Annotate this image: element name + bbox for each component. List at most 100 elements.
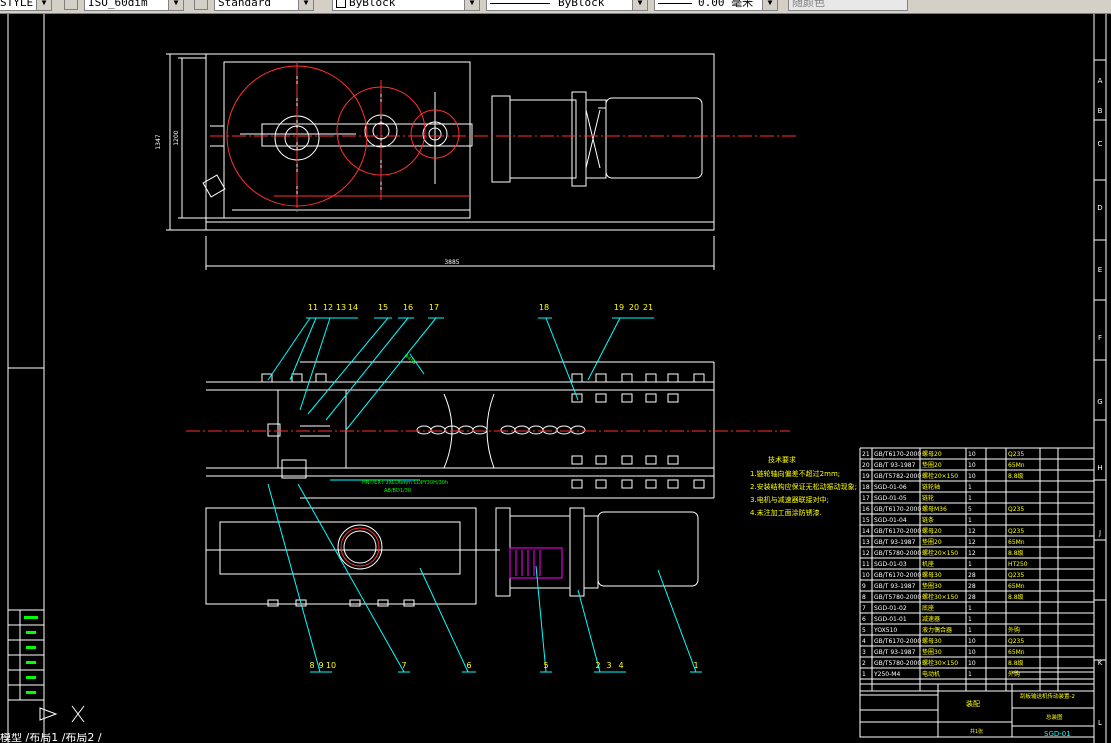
linetype-sample bbox=[490, 2, 550, 4]
coupling-magenta bbox=[509, 547, 563, 579]
lineweight-dropdown-value: 0.00 毫米 bbox=[698, 0, 754, 9]
bom-cell: 10 bbox=[968, 649, 976, 656]
tech-req-line: 1.链轮轴向偏差不超过2mm; bbox=[750, 469, 840, 478]
bom-cell: 9 bbox=[862, 583, 866, 590]
bom-cell: 10 bbox=[968, 462, 976, 469]
bom-cell: GB/T6170-2000 bbox=[874, 506, 921, 513]
tech-req-line: 2.安装结构应保证无松动振动现象; bbox=[750, 482, 857, 491]
color-dropdown[interactable]: ByBlock ▼ bbox=[332, 0, 480, 11]
layout-tabs[interactable]: 模型 /布局1 /布局2 / bbox=[0, 733, 200, 743]
assembly-label: 总装图 bbox=[1046, 713, 1063, 721]
bom-cell: 20 bbox=[862, 462, 870, 469]
bom-cell: 7 bbox=[862, 605, 866, 612]
bom-cell: 6 bbox=[862, 616, 866, 623]
bom-cell: GB/T6170-2000 bbox=[874, 451, 921, 458]
border-letter: K bbox=[1098, 659, 1103, 667]
chevron-down-icon[interactable]: ▼ bbox=[632, 0, 647, 10]
bom-cell: 垫圈30 bbox=[922, 582, 942, 590]
bom-cell: 15 bbox=[862, 517, 870, 524]
bom-cell: 13 bbox=[862, 539, 870, 546]
bom-cell: SGD-01-04 bbox=[874, 517, 907, 524]
bom-cell: 28 bbox=[968, 583, 976, 590]
bom-cell: 1 bbox=[968, 627, 972, 634]
bom-cell: 21 bbox=[862, 451, 870, 458]
bom-cell: 螺栓30×150 bbox=[922, 593, 958, 601]
bom-cell: 液力偶合器 bbox=[922, 626, 952, 634]
balloon: 21 bbox=[643, 303, 653, 312]
bom-cell: 12 bbox=[968, 528, 976, 535]
bom-cell: 链轮轴 bbox=[922, 483, 940, 491]
linetype-dropdown[interactable]: ByBlock ▼ bbox=[486, 0, 648, 11]
top-view-red bbox=[210, 62, 796, 212]
bom-cell: 10 bbox=[968, 473, 976, 480]
part-balloons-bottom: 8 9 10 7 6 5 2 3 4 1 bbox=[309, 661, 698, 670]
balloon: 6 bbox=[466, 661, 471, 670]
bom-table bbox=[859, 447, 1095, 692]
balloon: 2 bbox=[595, 661, 600, 670]
chevron-down-icon[interactable]: ▼ bbox=[168, 0, 183, 10]
bom-cell: GB/T6170-2000 bbox=[874, 528, 921, 535]
plan-view-red bbox=[186, 430, 790, 567]
border-letter: E bbox=[1098, 266, 1102, 274]
title-block-text: 装配 刮板输送机传动装置-2 总装图 SGD-01 共1张 bbox=[966, 692, 1075, 738]
lineweight-dropdown[interactable]: 0.00 毫米 ▼ bbox=[654, 0, 778, 11]
drawing-canvas[interactable]: A B C D E F G H J K L bbox=[0, 14, 1111, 743]
bom-cell: Q235 bbox=[1008, 638, 1024, 645]
bom-cell: 8.8级 bbox=[1008, 593, 1024, 601]
bom-cell: SGD-01-06 bbox=[874, 484, 907, 491]
bom-cell: 1 bbox=[968, 495, 972, 502]
bom-cell: Q235 bbox=[1008, 451, 1024, 458]
border-letter: C bbox=[1098, 140, 1103, 148]
balloon: 7 bbox=[401, 661, 406, 670]
border-letter: G bbox=[1097, 398, 1102, 406]
bom-cell: 19 bbox=[862, 473, 870, 480]
border-letter: A bbox=[1098, 77, 1103, 85]
section-note: HNT/EXT 3XCD6mm CDPY30H/30h bbox=[362, 480, 448, 486]
part-label: 装配 bbox=[966, 699, 980, 708]
bom-cell: 1 bbox=[968, 616, 972, 623]
drawing-number: SGD-01 bbox=[1044, 730, 1071, 738]
bom-cell: 12 bbox=[968, 539, 976, 546]
balloon: 5 bbox=[543, 661, 548, 670]
bom-cell: 1 bbox=[968, 561, 972, 568]
bom-cell: 螺母30 bbox=[922, 571, 942, 579]
bom-cell: 17 bbox=[862, 495, 870, 502]
chain bbox=[416, 425, 586, 435]
style-dropdown[interactable]: STYLE ▼ bbox=[0, 0, 52, 11]
bom-cell: 65Mn bbox=[1008, 462, 1025, 469]
textstyle-dropdown[interactable]: Standard ▼ bbox=[214, 0, 314, 11]
bom-cell: SGD-01-03 bbox=[874, 561, 907, 568]
balloon: 9 bbox=[318, 661, 323, 670]
layout-tabs-text[interactable]: 模型 /布局1 /布局2 / bbox=[0, 733, 102, 743]
chevron-down-icon[interactable]: ▼ bbox=[298, 0, 313, 10]
textstyle-icon[interactable] bbox=[194, 0, 208, 10]
left-margin-table bbox=[7, 609, 45, 701]
chevron-down-icon[interactable]: ▼ bbox=[762, 0, 777, 10]
balloon: 8 bbox=[309, 661, 314, 670]
balloon: 13 bbox=[336, 303, 346, 312]
leader-note: Φ450 bbox=[403, 353, 417, 366]
dimstyle-dropdown[interactable]: ISO_60dim ▼ bbox=[84, 0, 184, 11]
sheet-label: 共1张 bbox=[970, 728, 983, 735]
bom-cell: GB/T 93-1987 bbox=[874, 583, 916, 590]
bom-cell: 65Mn bbox=[1008, 539, 1025, 546]
bom-cell: 12 bbox=[968, 550, 976, 557]
bom-cell: 5 bbox=[968, 506, 972, 513]
dim-total-length: 3885 bbox=[444, 259, 459, 266]
bom-cell: 垫圈20 bbox=[922, 461, 942, 469]
chevron-down-icon[interactable]: ▼ bbox=[464, 0, 479, 10]
balloon: 18 bbox=[539, 303, 549, 312]
chevron-down-icon[interactable]: ▼ bbox=[36, 0, 51, 10]
bom-cell: 8.8级 bbox=[1008, 549, 1024, 557]
plotstyle-dropdown[interactable]: 随颜色 bbox=[788, 0, 908, 11]
bom-cell: 1 bbox=[968, 605, 972, 612]
border-letter: F bbox=[1098, 334, 1102, 342]
bom-cell: 螺栓30×150 bbox=[922, 659, 958, 667]
tech-req-title: 技术要求 bbox=[768, 455, 796, 464]
bom-cell: 螺母20 bbox=[922, 450, 942, 458]
dimstyle-icon[interactable] bbox=[64, 0, 78, 10]
bom-cell: GB/T 93-1987 bbox=[874, 649, 916, 656]
dim-height-inner: 1200 bbox=[173, 130, 180, 145]
leader-lines bbox=[267, 317, 702, 673]
